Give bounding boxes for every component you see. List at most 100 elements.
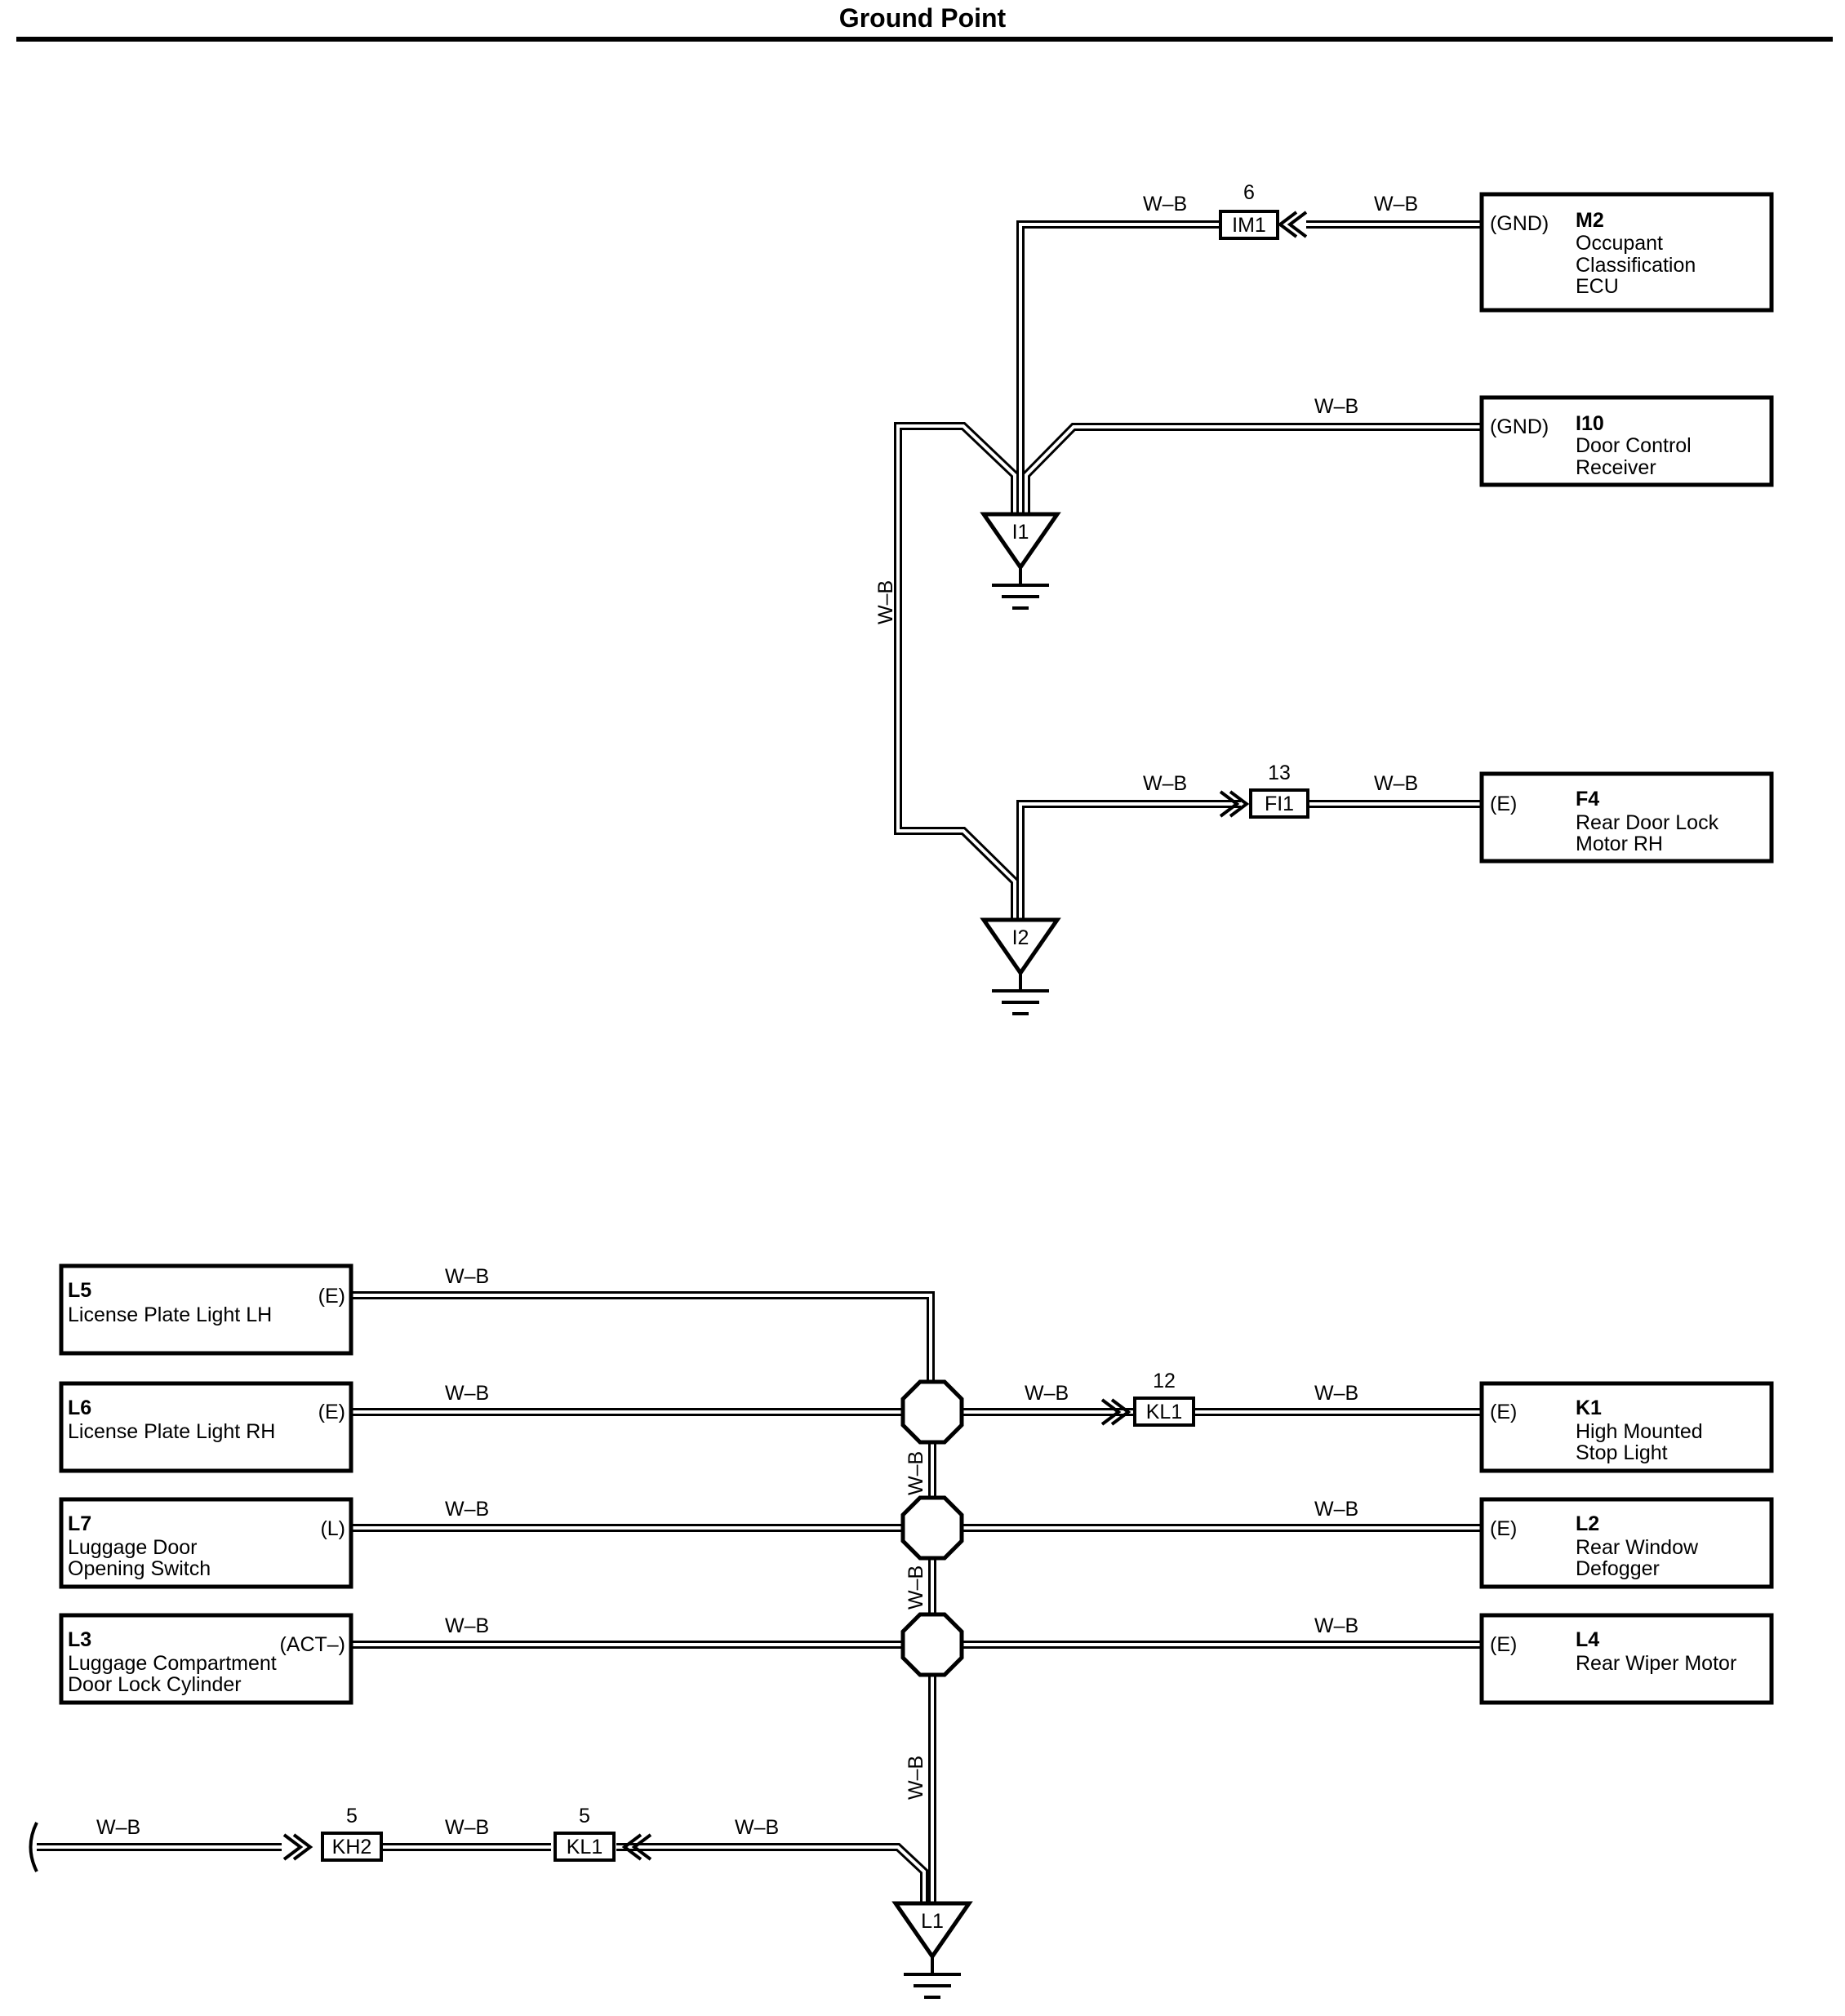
component-pin: (GND) [1490,212,1549,235]
component-name: Rear Window [1576,1536,1699,1559]
component-name: Luggage Compartment [68,1652,277,1675]
component-name: Luggage Door [68,1536,197,1559]
connector-label: KL1 [567,1836,602,1858]
component-pin: (ACT–) [279,1633,345,1656]
wire-label: W–B [1374,772,1418,795]
component-f4: (E) F4 Rear Door Lock Motor RH [1479,771,1774,864]
ground-label: I1 [1012,521,1029,544]
ground-point-i1: I1 [980,512,1061,610]
wire-label: W–B [1314,1614,1358,1637]
connector-pin: 6 [1243,181,1255,204]
component-name: Defogger [1576,1557,1660,1580]
wire-break-mark [29,1822,38,1872]
component-code: M2 [1576,209,1604,232]
component-name: Stop Light [1576,1441,1668,1464]
title-rule [16,37,1833,42]
component-name: License Plate Light RH [68,1420,275,1443]
wire-l5 [351,1291,935,1388]
ground-point-l1: L1 [891,1901,973,1999]
wire-m2-to-i1 [1016,220,1482,514]
component-name: Receiver [1576,456,1656,479]
component-code: L3 [68,1628,91,1651]
component-code: L6 [68,1397,91,1419]
component-pin: (E) [1490,1401,1517,1423]
component-name: Door Control [1576,434,1692,457]
component-name: Door Lock Cylinder [68,1673,242,1696]
component-code: L2 [1576,1512,1599,1535]
component-k1: (E) K1 High Mounted Stop Light [1479,1381,1774,1473]
component-pin: (GND) [1490,415,1549,438]
component-name: Occupant [1576,232,1663,255]
component-pin: (E) [318,1401,345,1423]
wire-label: W–B [445,1498,489,1521]
wire-color-labels: W–B W–B W–B W–B W–B W–B W–B W–B W–B W–B … [96,193,1418,1839]
junction-point [900,1495,964,1561]
wire-label: W–B [445,1614,489,1637]
component-pin: (E) [1490,1633,1517,1656]
ground-label: L1 [921,1910,944,1933]
component-m2: (GND) M2 Occupant Classification ECU [1479,192,1774,313]
component-l3: L3 Luggage Compartment Door Lock Cylinde… [59,1613,353,1705]
component-l4: (E) L4 Rear Wiper Motor [1479,1613,1774,1705]
wire-kh2-kl1-to-l1 [37,1843,928,1903]
wire-label: W–B [96,1816,140,1839]
wire-label: W–B [1314,1498,1358,1521]
component-name: Rear Door Lock [1576,811,1719,834]
component-name: Opening Switch [68,1557,211,1580]
connector-kl1-bottom: KL1 5 [554,1805,652,1862]
wire-label: W–B [874,580,897,624]
component-l6: L6 License Plate Light RH (E) [59,1381,353,1473]
component-pin: (E) [1490,793,1517,815]
wire-label: W–B [1025,1382,1069,1405]
connector-pin: 5 [579,1805,590,1827]
component-code: I10 [1576,412,1604,435]
junction-point [900,1612,964,1677]
wire-label: W–B [1143,193,1187,215]
component-code: K1 [1576,1397,1602,1419]
component-code: L7 [68,1512,91,1535]
wire-label: W–B [445,1816,489,1839]
ground-label: I2 [1012,926,1029,949]
component-code: L4 [1576,1628,1599,1651]
wire-label: W–B [445,1265,489,1288]
wire-f4-to-i2 [1016,800,1482,921]
connector-im1: IM1 6 [1219,181,1308,240]
component-name: Classification [1576,254,1696,277]
component-code: L5 [68,1279,91,1302]
connector-pin: 5 [346,1805,358,1827]
connector-label: IM1 [1232,214,1266,237]
component-code: F4 [1576,788,1599,810]
wire-i1-to-i2 [894,422,1019,921]
wire-label: W–B [905,1451,927,1495]
connector-fi1: FI1 13 [1219,762,1309,819]
connector-label: FI1 [1265,793,1294,815]
component-pin: (L) [320,1517,345,1540]
ground-point-i2: I2 [980,917,1061,1015]
connector-kh2: KH2 5 [282,1805,383,1862]
component-name: Motor RH [1576,833,1663,855]
connector-label: KL1 [1146,1401,1182,1423]
wire-label: W–B [1314,395,1358,418]
component-name: ECU [1576,275,1619,298]
component-l2: (E) L2 Rear Window Defogger [1479,1497,1774,1589]
wire-label: W–B [1143,772,1187,795]
wire-label: W–B [905,1756,927,1800]
wire-label: W–B [445,1382,489,1405]
junction-point [900,1379,964,1445]
component-name: Rear Wiper Motor [1576,1652,1736,1675]
component-pin: (E) [1490,1517,1517,1540]
component-i10: (GND) I10 Door Control Receiver [1479,395,1774,487]
page-title: Ground Point [838,3,1007,33]
connector-pin: 12 [1153,1370,1176,1392]
wire-label: W–B [1374,193,1418,215]
component-name: High Mounted [1576,1420,1703,1443]
component-l7: L7 Luggage Door Opening Switch (L) [59,1497,353,1589]
connector-pin: 13 [1268,762,1291,784]
wire-label: W–B [905,1565,927,1610]
wire-i10-to-i1 [1022,423,1482,516]
component-name: License Plate Light LH [68,1303,272,1326]
wire-label: W–B [1314,1382,1358,1405]
component-pin: (E) [318,1285,345,1308]
component-l5: L5 License Plate Light LH (E) [59,1263,353,1356]
